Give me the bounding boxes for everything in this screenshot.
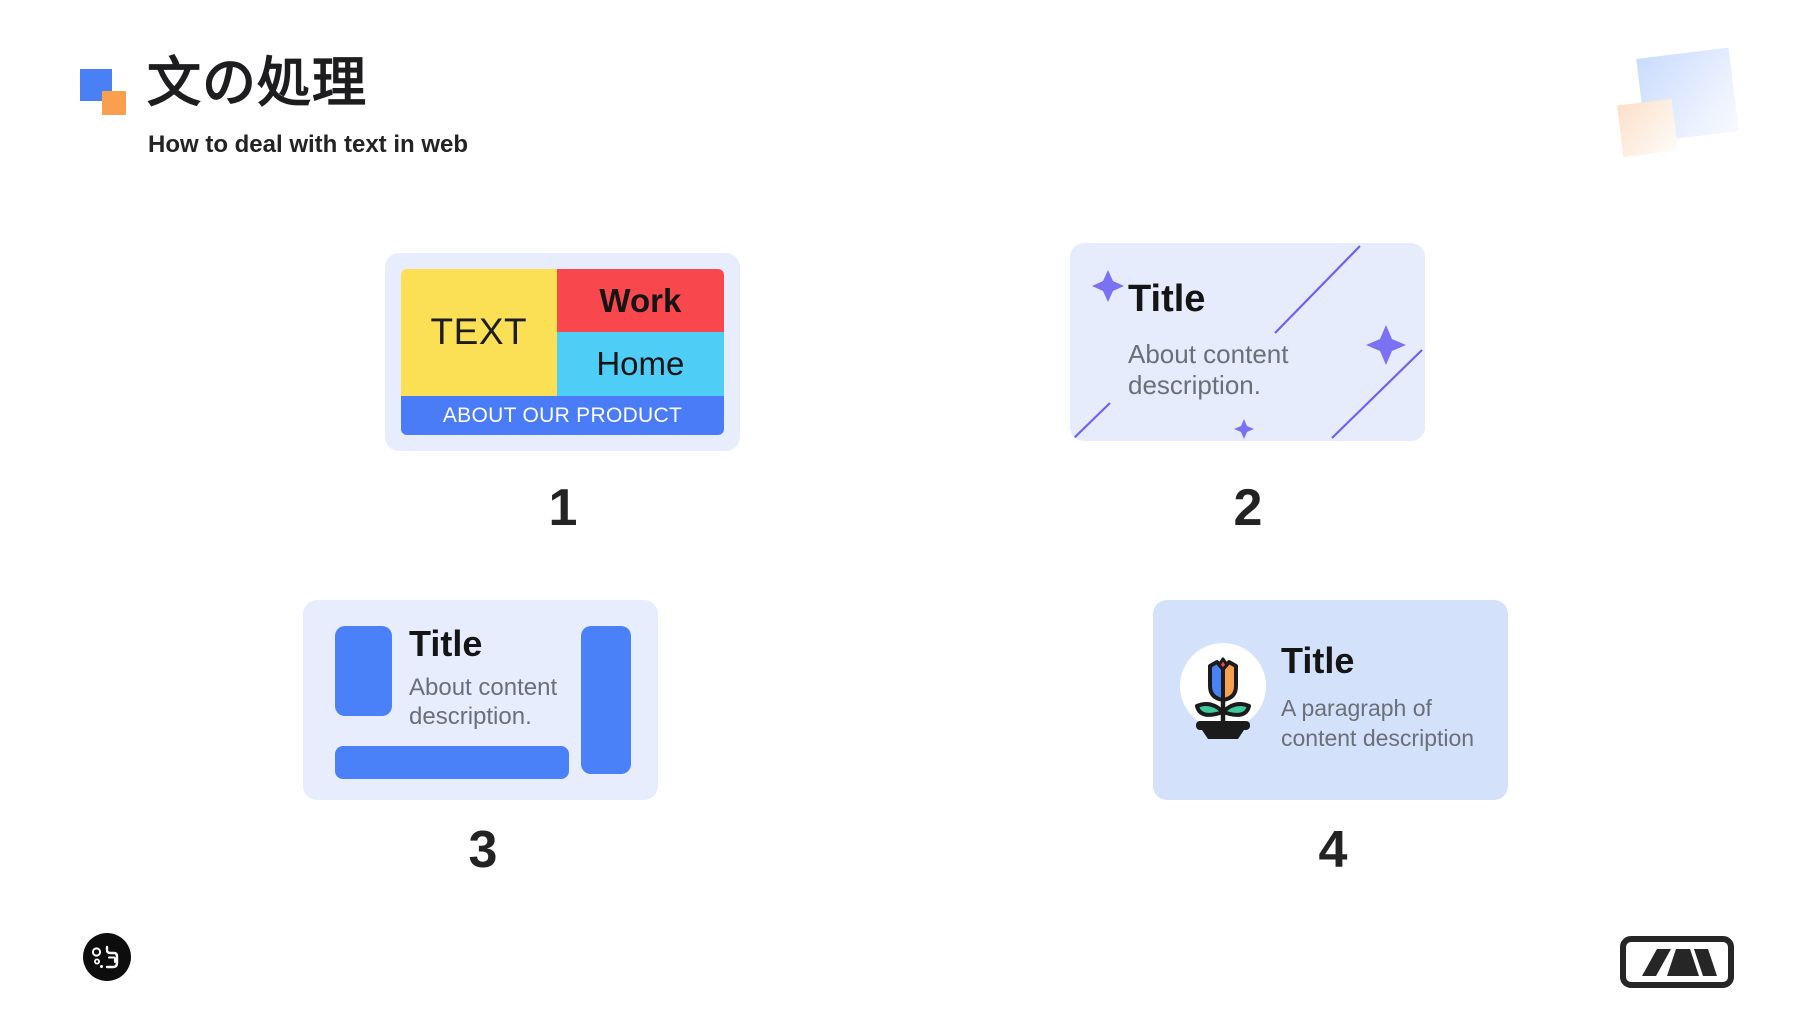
card-number-2: 2: [1233, 479, 1263, 537]
card-4-title: Title: [1281, 640, 1355, 681]
page-subtitle: How to deal with text in web: [148, 131, 469, 158]
sparkle-icon: [1092, 270, 1124, 302]
card-number-4: 4: [1318, 821, 1348, 879]
card-3-description: About content description.: [409, 674, 558, 730]
logo-square-orange-icon: [102, 91, 126, 115]
circular-brand-icon[interactable]: [82, 932, 132, 982]
potted-tulip-icon: [1195, 657, 1251, 739]
sparkle-group: [1092, 270, 1406, 439]
card-1-home-block: Home: [556, 332, 724, 396]
page-title: 文の処理: [147, 53, 367, 113]
diagonal-line-icon: [1274, 245, 1361, 334]
mountain-badge-icon[interactable]: [1620, 936, 1734, 988]
brand-logo-icon: [80, 69, 126, 115]
example-card-1[interactable]: TEXT Work Home ABOUT OUR PRODUCT: [385, 253, 740, 451]
sparkle-icon: [1366, 325, 1406, 365]
card-4-description: A paragraph of content description: [1281, 695, 1475, 752]
card-2-title: Title: [1128, 278, 1206, 320]
card-1-text-block: TEXT: [401, 269, 557, 396]
decoration-square-orange: [1617, 98, 1678, 158]
card-3-image-placeholder: [335, 626, 392, 716]
card-1-banner: ABOUT OUR PRODUCT: [401, 396, 724, 435]
card-3-bar-placeholder: [335, 746, 569, 779]
card-1-work-block: Work: [556, 269, 724, 333]
card-1-layout: TEXT Work Home ABOUT OUR PRODUCT: [401, 269, 724, 435]
example-card-4[interactable]: Title A paragraph of content description: [1153, 600, 1508, 800]
sparkle-icon: [1234, 419, 1254, 439]
example-card-3[interactable]: Title About content description.: [303, 600, 658, 800]
diagonal-line-icon: [1072, 402, 1111, 440]
card-3-side-placeholder: [581, 626, 631, 774]
card-2-description: About content description.: [1128, 339, 1289, 400]
diagonal-line-icon: [1331, 349, 1423, 439]
card-3-title: Title: [409, 623, 483, 664]
card-number-3: 3: [468, 821, 498, 879]
card-2-decorations: [1072, 245, 1423, 440]
card-number-1: 1: [548, 479, 578, 537]
example-card-2[interactable]: Title About content description.: [1070, 243, 1425, 441]
